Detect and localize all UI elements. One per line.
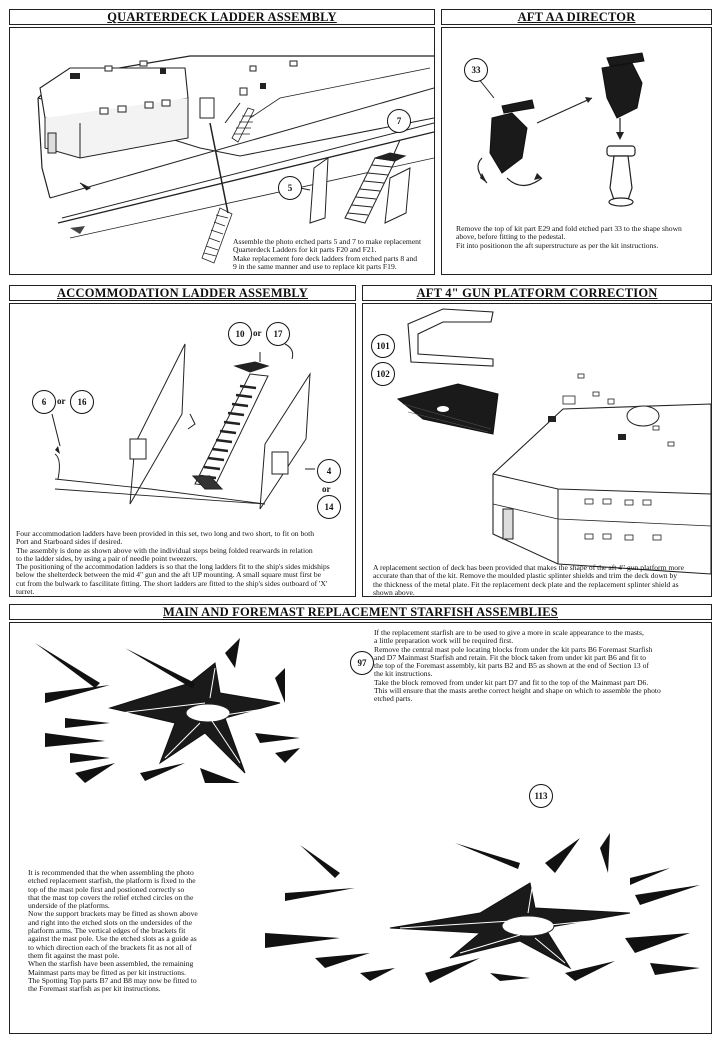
starfish-title: MAIN AND FOREMAST REPLACEMENT STARFISH A… (163, 605, 558, 619)
callout-10: 10 (228, 322, 252, 346)
callout-33: 33 (464, 58, 488, 82)
accommodation-header: ACCOMMODATION LADDER ASSEMBLY (9, 285, 356, 301)
instruction-line: to the ladder sides, by using a pair of … (16, 553, 198, 563)
instruction-line: the kit instructions. (374, 669, 433, 679)
instruction-line: shown above. (373, 587, 415, 597)
instruction-line: Assemble the photo etched parts 5 and 7 … (233, 237, 422, 246)
quarterdeck-drawing (37, 55, 434, 264)
instruction-line: Quarterdeck Ladders for kit parts F20 an… (233, 245, 377, 255)
instruction-line: the top of the Foremast assembly, kit pa… (374, 661, 649, 671)
instruction-line: platform arms. The vertical edges of the… (28, 926, 186, 936)
instruction-line: It is recommended that the when assembli… (28, 868, 194, 877)
callout-6: 6 (32, 390, 56, 414)
callout-17: 17 (266, 322, 290, 346)
starfish-instructions-left: It is recommended that the when assembli… (28, 868, 250, 994)
instruction-line: Remove the top of kit part E29 and fold … (456, 224, 682, 233)
instruction-line: Four accommodation ladders have been pro… (16, 529, 315, 538)
instruction-line: The assembly is done as shown above with… (16, 545, 313, 555)
callout-101: 101 (371, 334, 395, 358)
instruction-line: above, before fitting to the pedestal. (456, 232, 566, 242)
aft-aa-header: AFT AA DIRECTOR (441, 9, 712, 25)
instruction-line: a little preparation work will be requir… (374, 636, 514, 646)
callout-16: 16 (70, 390, 94, 414)
accommodation-instructions: Four accommodation ladders have been pro… (16, 529, 352, 597)
or-label: or (322, 484, 331, 494)
callout-14: 14 (317, 495, 341, 519)
callout-5: 5 (278, 176, 302, 200)
accommodation-drawing (51, 343, 315, 510)
instruction-line: below the shelterdeck between the mid 4"… (16, 570, 322, 580)
instruction-line: The positioning of the accommodation lad… (16, 562, 330, 572)
instruction-line: The Spotting Top parts B7 and B8 may now… (28, 975, 197, 985)
instruction-line: Port and Starboard sides if desired. (16, 537, 123, 547)
instruction-line: them fit against the mast pole. (28, 950, 120, 960)
instruction-line: and right into the etched slots on the u… (28, 917, 193, 927)
aft-aa-panel: 33 Remove the top of kit part E29 and fo… (441, 27, 712, 275)
instruction-line: Remove the central mast pole locating bl… (374, 644, 653, 654)
instruction-line: When the starfish have been assembled, t… (28, 959, 194, 969)
instruction-line: that the mast top covers the relief etch… (28, 892, 194, 902)
instruction-line: accurate than that of the kit. Remove th… (373, 571, 678, 581)
instruction-line: underside of the platforms. (28, 901, 110, 911)
instruction-line: top of the mast pole first and postioned… (28, 884, 185, 894)
accommodation-panel: 10 or 17 6 or 16 4 or 14 Four accommodat… (9, 303, 356, 597)
instruction-line: the thickness of the metal plate. Fit th… (373, 579, 679, 589)
instruction-line: Fit into positionon the aft superstructu… (456, 240, 659, 250)
instruction-line: to which direction each of the brackets … (28, 942, 192, 952)
starfish-97-drawing (35, 638, 700, 983)
quarterdeck-panel: 5 7 Assemble the photo etched parts 5 an… (9, 27, 435, 275)
or-label: or (253, 328, 262, 338)
callout-102: 102 (371, 362, 395, 386)
or-label: or (57, 396, 66, 406)
starfish-header: MAIN AND FOREMAST REPLACEMENT STARFISH A… (9, 604, 712, 620)
instruction-line: against the mast pole. Use the etched sl… (28, 934, 197, 944)
aft-aa-drawing (473, 52, 645, 207)
instruction-line: 9 in the same manner and use to replace … (233, 261, 397, 271)
quarterdeck-title: QUARTERDECK LADDER ASSEMBLY (107, 10, 337, 24)
callout-4: 4 (317, 459, 341, 483)
instruction-line: Take the block removed from under kit pa… (374, 677, 649, 687)
instruction-line: turret. (16, 587, 35, 597)
gun-platform-title: AFT 4" GUN PLATFORM CORRECTION (416, 286, 658, 300)
callout-97: 97 (350, 651, 374, 675)
instruction-line: etched parts. (374, 694, 413, 704)
instruction-line: If the replacement starfish are to be us… (374, 628, 644, 637)
gun-platform-panel: 101 102 A replacement section of deck ha… (362, 303, 712, 597)
starfish-panel: 97 113 If the replacement starfish are t… (9, 622, 712, 1034)
quarterdeck-instructions: Assemble the photo etched parts 5 and 7 … (233, 237, 433, 271)
instruction-line: Now the support brackets may be fitted a… (28, 909, 198, 919)
instruction-line: the Foremast starfish as per kit instruc… (28, 984, 161, 994)
instruction-line: Mainmast parts may be fitted as per kit … (28, 967, 186, 977)
gun-platform-instructions: A replacement section of deck has been p… (373, 563, 707, 597)
callout-113: 113 (529, 784, 553, 808)
instruction-line: etched replacement starfish, the platfor… (28, 876, 196, 886)
instruction-line: and D7 Mainmast Starfish and retain. Fit… (374, 652, 647, 662)
starfish-instructions-right: If the replacement starfish are to be us… (374, 628, 708, 704)
instruction-line: cut from the bulwark to fascilitate fitt… (16, 578, 328, 588)
quarterdeck-header: QUARTERDECK LADDER ASSEMBLY (9, 9, 435, 25)
accommodation-title: ACCOMMODATION LADDER ASSEMBLY (57, 286, 308, 300)
gun-platform-drawing (396, 308, 711, 575)
instruction-line: This will ensure that the masts arethe c… (374, 686, 661, 696)
instruction-line: A replacement section of deck has been p… (373, 563, 684, 572)
aft-aa-title: AFT AA DIRECTOR (517, 10, 636, 24)
instruction-line: Make replacement fore deck ladders from … (233, 253, 418, 263)
gun-platform-header: AFT 4" GUN PLATFORM CORRECTION (362, 285, 712, 301)
callout-7: 7 (387, 109, 411, 133)
aft-aa-instructions: Remove the top of kit part E29 and fold … (456, 224, 708, 250)
